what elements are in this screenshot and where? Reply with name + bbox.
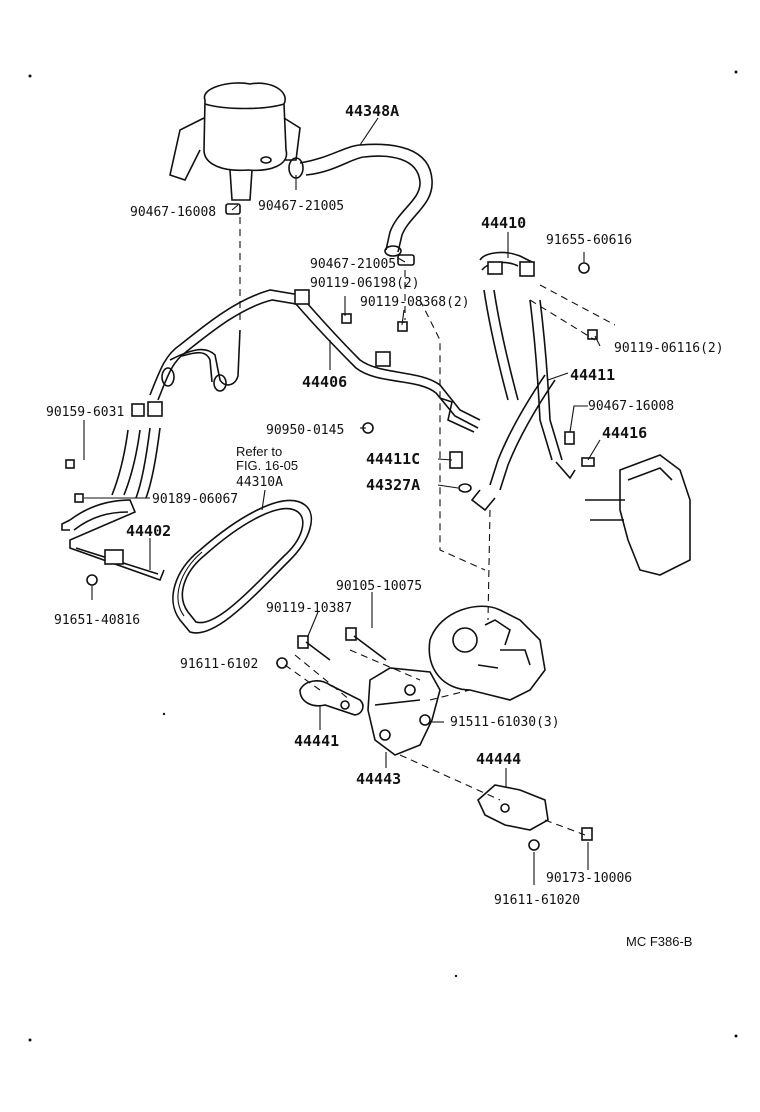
label-90119-06116[interactable]: 90119-06116(2) — [614, 341, 724, 356]
adjust-bar-44441 — [299, 680, 364, 716]
return-hose-left — [111, 401, 163, 499]
pump-bracket-44443 — [367, 667, 441, 756]
label-90467-16008-right[interactable]: 90467-16008 — [588, 399, 674, 414]
label-44411C[interactable]: 44411C — [366, 450, 420, 468]
steering-gear-housing — [585, 454, 691, 576]
label-44411[interactable]: 44411 — [570, 366, 615, 384]
registration-dots — [28, 70, 738, 1042]
label-44443[interactable]: 44443 — [356, 770, 401, 788]
label-91611-61020[interactable]: 91611-61020 — [494, 893, 580, 908]
pressure-hose-44410 — [479, 251, 563, 461]
cooler-tube-44402 — [61, 499, 165, 582]
pressure-hose-44411 — [470, 374, 576, 512]
label-44402[interactable]: 44402 — [126, 522, 171, 540]
reservoir-hose-44348A — [288, 143, 433, 266]
v-belt-44310A — [172, 499, 313, 634]
label-refer-to: Refer to — [236, 444, 282, 459]
label-44410[interactable]: 44410 — [481, 214, 526, 232]
label-44327A[interactable]: 44327A — [366, 476, 420, 494]
label-90189-06067[interactable]: 90189-06067 — [152, 492, 238, 507]
drawing-code: MC F386-B — [626, 934, 692, 949]
label-44416[interactable]: 44416 — [602, 424, 647, 442]
label-90105-10075[interactable]: 90105-10075 — [336, 579, 422, 594]
label-90173-10006[interactable]: 90173-10006 — [546, 871, 632, 886]
label-44348A[interactable]: 44348A — [345, 102, 399, 120]
label-44406[interactable]: 44406 — [302, 373, 347, 391]
label-91611-6102[interactable]: 91611-6102 — [180, 657, 258, 672]
label-91655-60616[interactable]: 91655-60616 — [546, 233, 632, 248]
label-90950-0145[interactable]: 90950-0145 — [266, 423, 344, 438]
label-90467-21005-top[interactable]: 90467-21005 — [258, 199, 344, 214]
label-fig-16-05: FIG. 16-05 — [236, 458, 298, 473]
label-44441[interactable]: 44441 — [294, 732, 339, 750]
bolt-90105-10075 — [345, 627, 387, 661]
label-91651-40816[interactable]: 91651-40816 — [54, 613, 140, 628]
bracket-44444 — [477, 784, 549, 831]
label-90467-16008-top[interactable]: 90467-16008 — [130, 205, 216, 220]
power-steering-pump — [428, 605, 546, 701]
label-91511-61030[interactable]: 91511-61030(3) — [450, 715, 560, 730]
label-44310A[interactable]: 44310A — [236, 475, 283, 490]
label-90119-10387[interactable]: 90119-10387 — [266, 601, 352, 616]
bolt-90119-10387 — [297, 635, 331, 661]
label-90119-08368[interactable]: 90119-08368(2) — [360, 295, 470, 310]
pressure-tube-44406 — [149, 289, 481, 433]
part-labels: 44348A 90467-16008 90467-21005 90467-210… — [46, 102, 724, 949]
reservoir-tank — [169, 82, 301, 320]
leader-lines — [83, 117, 601, 885]
label-90467-21005-mid[interactable]: 90467-21005 — [310, 257, 396, 272]
assembly-dashed-lines — [284, 270, 616, 836]
label-90119-06198[interactable]: 90119-06198(2) — [310, 276, 420, 291]
label-44444[interactable]: 44444 — [476, 750, 521, 768]
label-90159-6031[interactable]: 90159-6031 — [46, 405, 124, 420]
